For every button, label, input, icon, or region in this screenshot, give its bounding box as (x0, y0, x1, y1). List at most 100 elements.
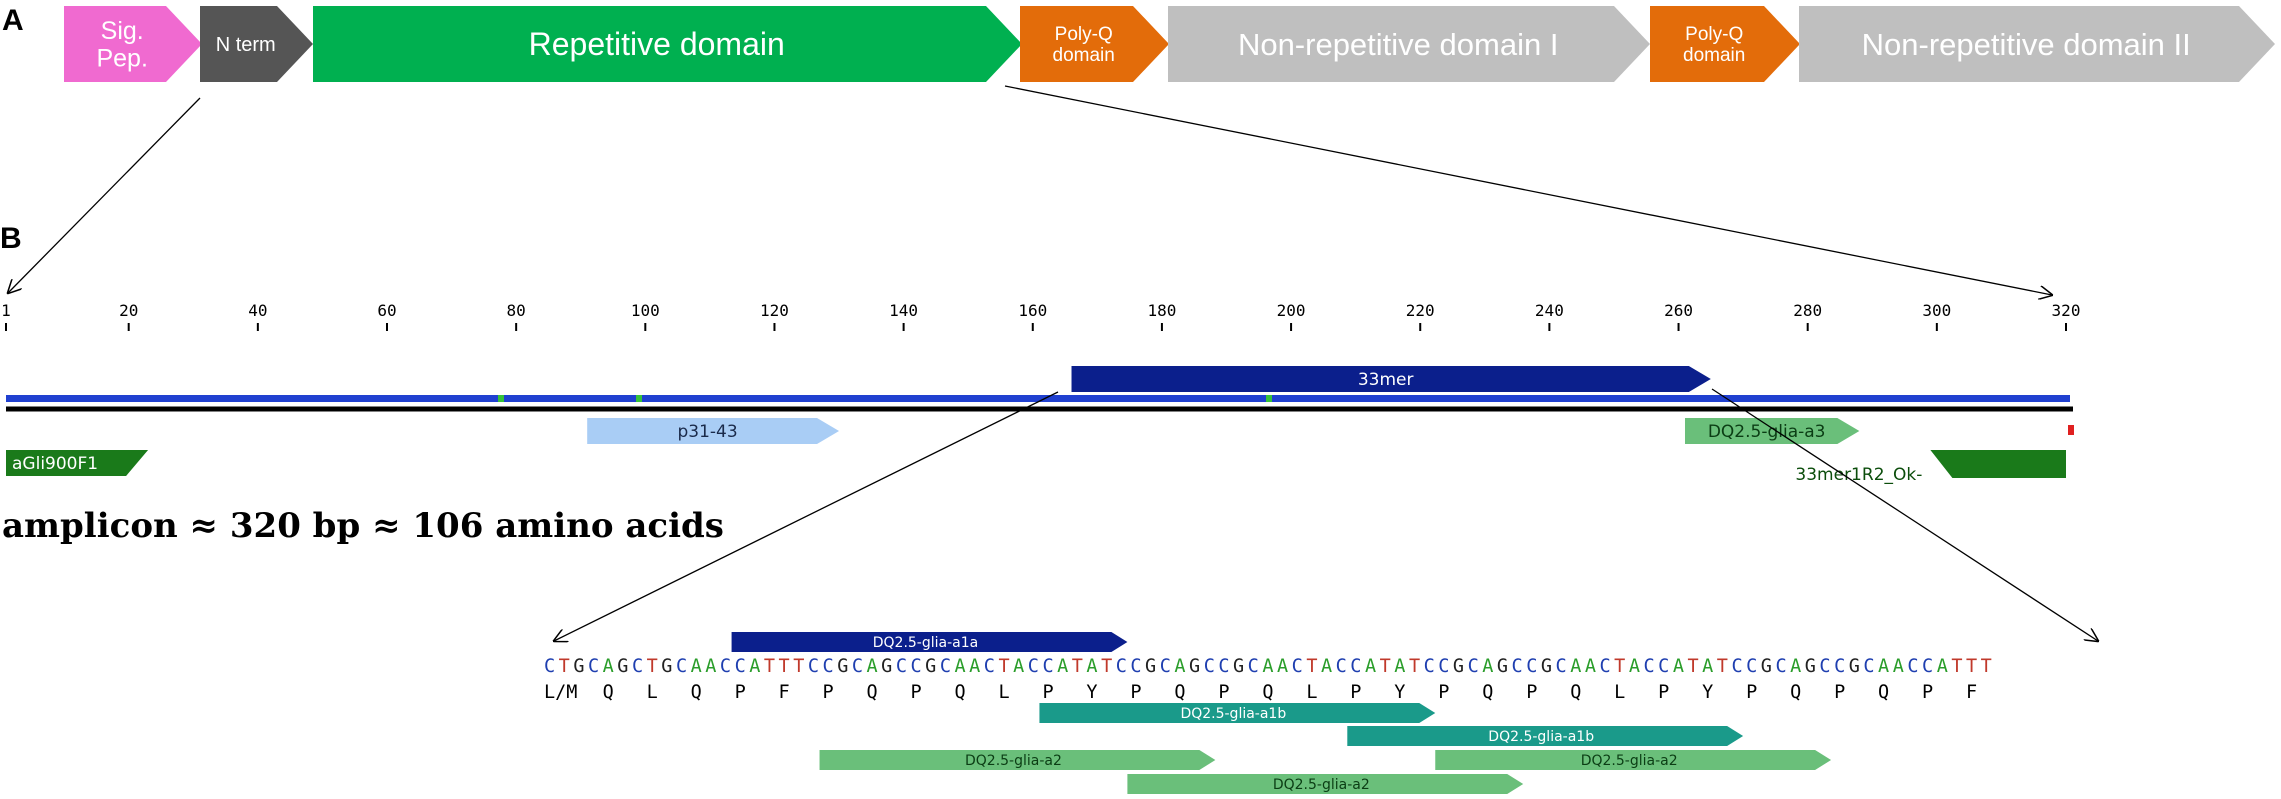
epitope-arrow (1039, 703, 1436, 723)
dna-base: T (1072, 656, 1083, 677)
ruler-tick-label: 220 (1406, 301, 1435, 320)
dna-base: C (1042, 656, 1053, 677)
amino-acid: L/M (544, 682, 577, 703)
dna-base: C (1424, 656, 1435, 677)
domain-label: Poly-Q (1055, 24, 1113, 45)
dna-base: A (1937, 656, 1948, 677)
amino-acid: P (1526, 682, 1537, 703)
epitope-dq2-5-glia-a2: DQ2.5-glia-a2 (1435, 750, 1832, 770)
domain-label: Sig. (101, 17, 144, 45)
domain-7: Non-repetitive domain II (1799, 6, 2275, 82)
amino-acid: P (1130, 682, 1141, 703)
ruler-tick-label: 260 (1664, 301, 1693, 320)
dna-base: G (617, 656, 628, 677)
dna-base: C (823, 656, 834, 677)
dna-base: A (1570, 656, 1581, 677)
amino-acid: L (998, 682, 1009, 703)
ruler-tick-label: 140 (889, 301, 918, 320)
dna-base: C (1907, 656, 1918, 677)
dna-base: C (1731, 656, 1742, 677)
dna-base: A (691, 656, 702, 677)
domain-label: Non-repetitive domain II (1862, 27, 2191, 62)
dna-base: A (749, 656, 760, 677)
dna-base: A (1365, 656, 1376, 677)
dna-base: A (969, 656, 980, 677)
epitope-dq2-5-glia-a2: DQ2.5-glia-a2 (819, 750, 1216, 770)
domain-arrow (64, 6, 202, 82)
domain-arrow (1650, 6, 1800, 82)
dna-base: T (1409, 656, 1420, 677)
zoom-connector-right (1004, 85, 2052, 295)
amino-acid: Q (1482, 682, 1493, 703)
amino-acid: P (1658, 682, 1669, 703)
ruler-tick-label: 1 (1, 301, 11, 320)
dna-base: G (1761, 656, 1772, 677)
sequence-track (6, 395, 2070, 402)
dna-base: C (852, 656, 863, 677)
dna-base: T (1951, 656, 1962, 677)
domain-label: Non-repetitive domain I (1238, 27, 1559, 62)
epitope-label: DQ2.5-glia-a1b (1488, 729, 1594, 745)
dna-base: A (1673, 656, 1684, 677)
dna-base: C (1819, 656, 1830, 677)
epitope-arrow (1347, 726, 1744, 746)
domain-1: Sig.Pep. (64, 6, 202, 82)
dna-base: A (1893, 656, 1904, 677)
dna-base: C (1658, 656, 1669, 677)
amino-acid: Q (1570, 682, 1581, 703)
amino-acid: Y (1086, 682, 1097, 703)
amino-acid: P (1350, 682, 1361, 703)
dna-base: A (603, 656, 614, 677)
ruler-tick-label: 320 (2052, 301, 2081, 320)
domain-label: domain (1053, 45, 1115, 66)
domain-arrow (313, 6, 1022, 82)
ruler-tick: 40 (248, 301, 267, 331)
panel-b-label: B (0, 222, 22, 255)
feature-label: DQ2.5-glia-a3 (1708, 422, 1826, 442)
dna-base: C (1204, 656, 1215, 677)
ruler-tick: 60 (377, 301, 397, 331)
domain-arrow (1799, 6, 2275, 82)
dna-base: G (837, 656, 848, 677)
dna-base: G (881, 656, 892, 677)
dna-base: C (1248, 656, 1259, 677)
end-marker (2068, 425, 2074, 435)
seq-connector-left (554, 391, 1059, 641)
ruler-tick-label: 40 (248, 301, 267, 320)
epitope-arrow (1127, 774, 1524, 794)
dna-base: C (1336, 656, 1347, 677)
ruler-tick-label: 120 (760, 301, 789, 320)
dna-base: G (1849, 656, 1860, 677)
epitope-dq2-5-glia-a1b: DQ2.5-glia-a1b (1039, 703, 1436, 723)
dna-base: C (676, 656, 687, 677)
panel-a-label: A (2, 4, 24, 37)
ruler-tick-label: 160 (1018, 301, 1047, 320)
epitope-dq2-5-glia-a2: DQ2.5-glia-a2 (1127, 774, 1524, 794)
dna-base: T (1687, 656, 1698, 677)
dna-base: T (1966, 656, 1977, 677)
dna-base: A (954, 656, 965, 677)
dna-base: T (1614, 656, 1625, 677)
dna-base: T (1306, 656, 1317, 677)
feature-agli900f1: aGli900F1 (6, 450, 149, 476)
dna-base: A (1790, 656, 1801, 677)
dna-base: C (544, 656, 555, 677)
feature-p31-43: p31-43 (587, 418, 840, 444)
amino-acid: P (1218, 682, 1229, 703)
feature-label: 33mer1R2_Ok- (1795, 465, 1922, 485)
dna-base: T (1101, 656, 1112, 677)
dna-base: C (896, 656, 907, 677)
amino-acid: F (1966, 682, 1977, 703)
dna-base: T (779, 656, 790, 677)
dna-base: G (1497, 656, 1508, 677)
epitope-arrow (731, 632, 1128, 652)
feature-arrow (1930, 450, 2066, 478)
dna-base: C (1600, 656, 1611, 677)
amino-acid: F (779, 682, 790, 703)
dna-base: C (1116, 656, 1127, 677)
ruler-tick: 260 (1664, 301, 1693, 331)
dna-base: C (1746, 656, 1757, 677)
